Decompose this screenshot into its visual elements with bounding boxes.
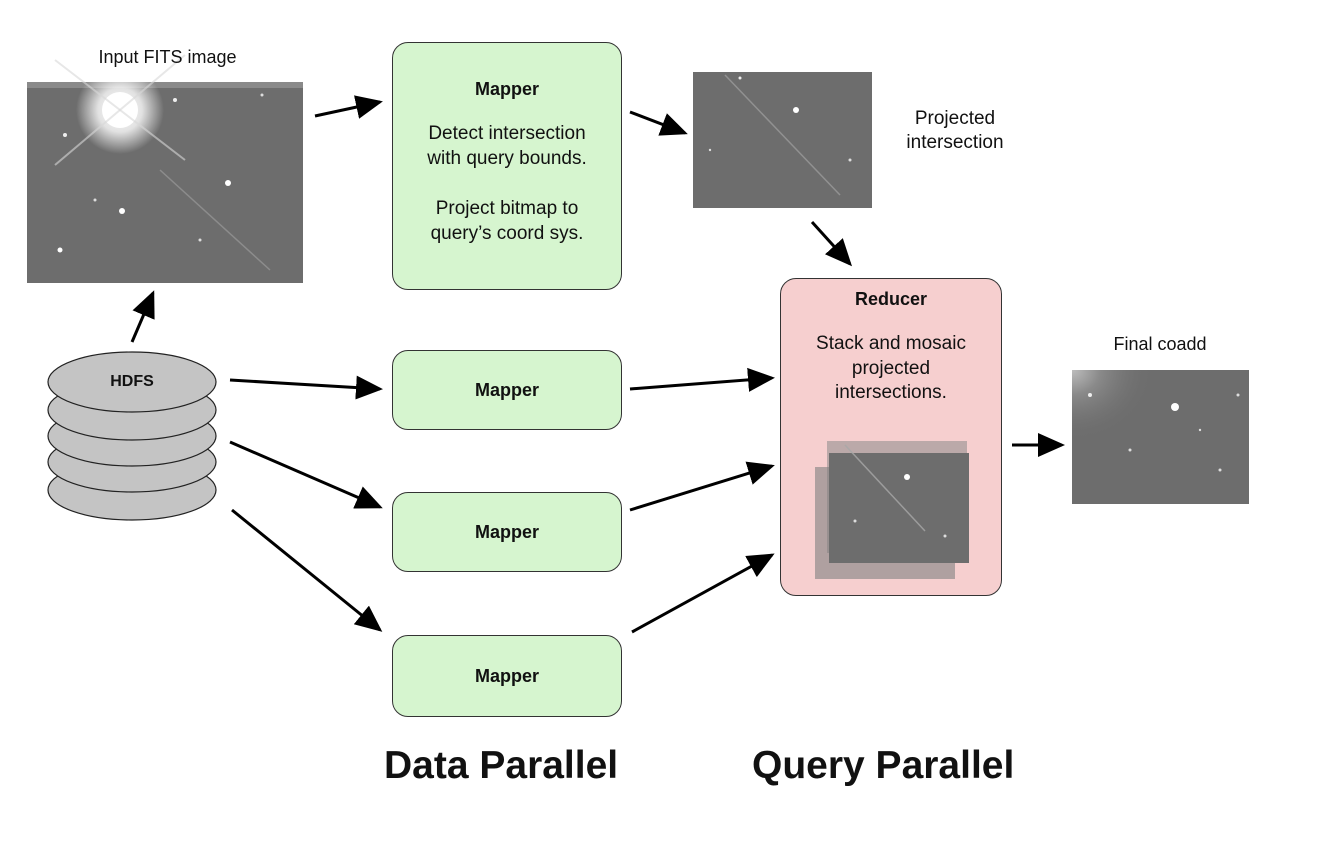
arrow-input-to-mapper <box>314 95 383 119</box>
reducer-line3: intersections. <box>835 382 947 404</box>
final-coadd-label: Final coadd <box>1113 334 1207 354</box>
arrow-hdfs-to-mapper-2 <box>229 375 383 400</box>
reducer-line1: Stack and mosaic <box>816 333 966 354</box>
hdfs-disk-stack <box>47 351 217 521</box>
reducer-line2: projected <box>851 357 931 379</box>
mapper-2-title: Mapper <box>474 380 539 400</box>
mapper-box-2: Mapper <box>392 350 622 430</box>
arrow-hdfs-to-mapper-3 <box>229 440 383 509</box>
reducer-box: Reducer Stack and mosaic projected inter… <box>780 278 1002 596</box>
final-coadd-image <box>1072 370 1249 504</box>
arrow-projected-to-reducer <box>810 220 853 267</box>
section-data-parallel: Data Parallel <box>384 744 619 787</box>
mapper-3-title: Mapper <box>474 522 539 542</box>
projected-label-line2: intersection <box>906 131 1004 153</box>
input-fits-image <box>27 54 303 283</box>
arrows <box>130 95 1065 634</box>
section-query-parallel: Query Parallel <box>752 744 1015 787</box>
arrow-hdfs-to-mapper-4 <box>231 508 383 632</box>
arrow-mapper-to-projected <box>629 110 688 136</box>
mapper-main-line4: query’s coord sys. <box>430 223 584 245</box>
mapper-main-line1: Detect intersection <box>428 123 586 144</box>
mapper-4-title: Mapper <box>474 666 539 686</box>
mapper-box-main: Mapper Detect intersection with query bo… <box>392 42 622 290</box>
reducer-desc: Stack and mosaic projected intersections… <box>781 332 1001 406</box>
stacked-mosaic-image <box>815 441 969 579</box>
reducer-title: Reducer <box>854 289 928 309</box>
hdfs-label: HDFS <box>110 373 154 390</box>
projected-label-line1: Projected <box>914 108 996 129</box>
input-image-label: Input FITS image <box>98 47 237 67</box>
arrow-mapper-3-to-reducer <box>629 461 775 512</box>
mapper-box-4: Mapper <box>392 635 622 717</box>
arrow-mapper-4-to-reducer <box>631 553 775 634</box>
mapper-main-line3: Project bitmap to <box>435 198 579 220</box>
arrow-hdfs-to-input <box>130 290 155 343</box>
mapper-main-title: Mapper <box>474 79 539 99</box>
mapper-main-desc-2: Project bitmap to query’s coord sys. <box>393 197 621 246</box>
mapper-box-3: Mapper <box>392 492 622 572</box>
projected-label: Projected intersection <box>880 107 1030 155</box>
arrow-mapper-2-to-reducer <box>629 367 775 392</box>
mapper-main-desc-1: Detect intersection with query bounds. <box>393 122 621 171</box>
mapper-main-line2: with query bounds. <box>427 147 587 169</box>
projected-intersection-image <box>693 72 872 208</box>
